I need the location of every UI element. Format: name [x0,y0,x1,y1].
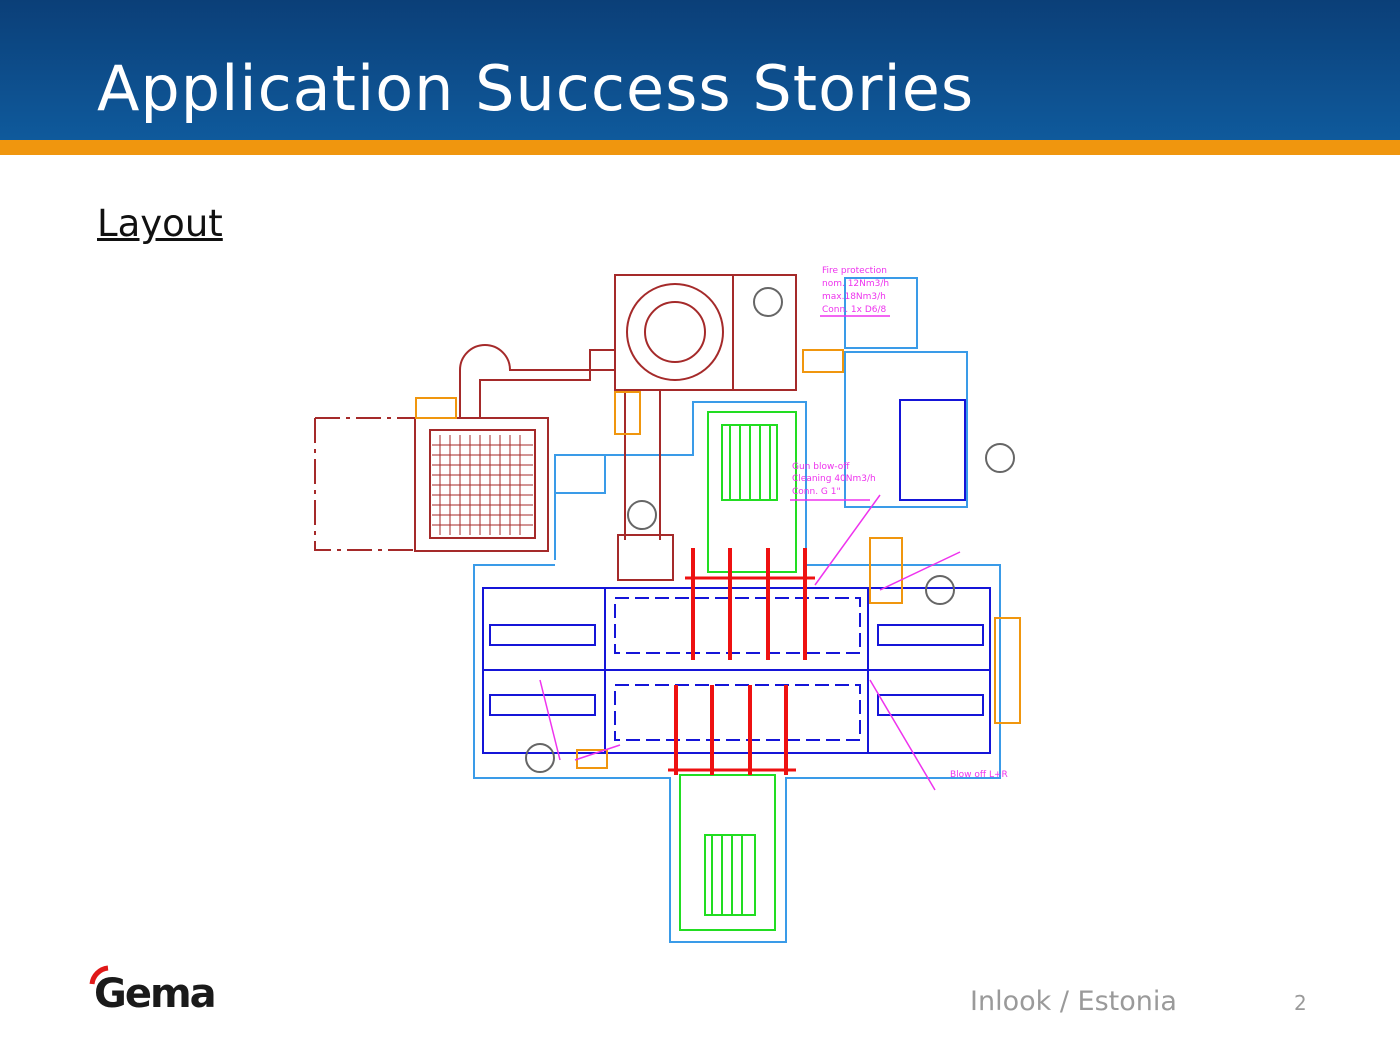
fire-label: max.18Nm3/h [822,292,886,302]
slide-title: Application Success Stories [97,52,975,125]
section-subtitle: Layout [97,202,223,245]
operator-icons [525,287,1015,773]
fire-label: Conn. 1x D6/8 [822,305,887,315]
gun-label: Conn. G 1" [792,487,841,497]
accent-bar [0,140,1400,155]
filter-grid [432,435,533,535]
footer-caption: Inlook / Estonia [970,986,1177,1017]
auxiliary-units [415,349,1021,769]
gema-logo: Gema [89,965,217,1017]
fire-label: nom. 12Nm3/h [822,279,889,289]
conveyor [679,411,797,931]
gun-label: Gun blow-off [792,462,850,472]
booth [482,399,991,754]
spray-guns [668,548,815,775]
page-number: 2 [1294,991,1307,1015]
gun-label: Cleaning 40Nm3/h [792,474,876,484]
booth-outline [473,277,1001,943]
svg-text:Gema: Gema [94,971,215,1017]
layout-drawing: Fire protection nom. 12Nm3/h max.18Nm3/h… [314,266,1021,943]
cyclone-unit [314,274,797,581]
slide-header [0,0,1400,140]
connection-lines [539,315,961,791]
blowoff-label: Blow off L+R [950,770,1008,780]
drawing-labels: Fire protection nom. 12Nm3/h max.18Nm3/h… [792,266,1008,780]
fire-label: Fire protection [822,266,887,276]
